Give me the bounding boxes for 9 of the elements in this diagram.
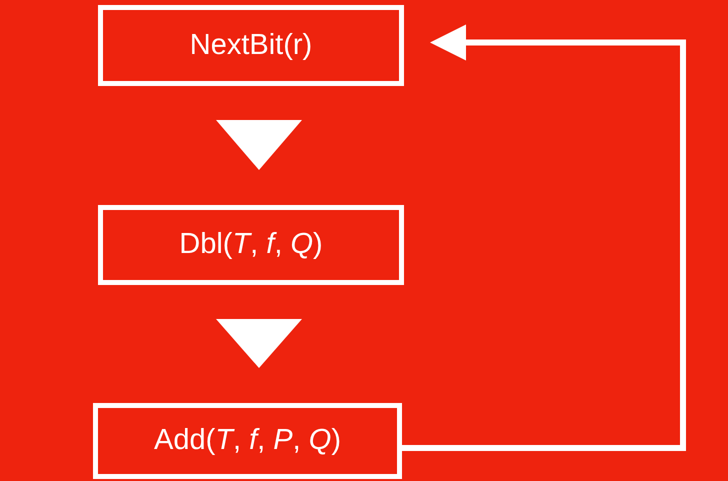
function-label: NextBit(r) (190, 28, 312, 63)
function-label: Dbl(T, f, Q) (179, 227, 323, 262)
down-arrow (216, 319, 302, 368)
function-label: Add(T, f, P, Q) (154, 423, 341, 458)
down-arrow (216, 120, 302, 170)
process-box (98, 205, 404, 285)
process-box (98, 5, 404, 86)
feedback-arrow (402, 24, 686, 451)
process-box (93, 403, 402, 479)
